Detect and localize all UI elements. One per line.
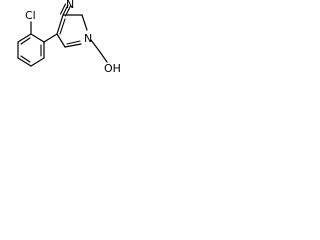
- pyrrole-double-bond: [66, 40, 81, 45]
- nitrile-group: [59, 3, 72, 17]
- pyrrole-double-bond: [59, 18, 66, 35]
- nitrile-bond: [62, 4, 69, 16]
- ring-double-bond: [20, 37, 31, 45]
- ring-bond: [30, 33, 45, 43]
- nitrile-bond: [59, 3, 67, 15]
- nitrile-nitrogen-label: N: [66, 0, 74, 11]
- ring-double-bond: [20, 55, 31, 63]
- chlorine-label: Cl: [25, 9, 36, 22]
- ring-bond: [17, 33, 32, 43]
- ring-bond: [17, 57, 32, 67]
- ring-nitrogen-label: N: [84, 32, 92, 45]
- ring-bond: [30, 57, 45, 67]
- nitrile-bond: [64, 5, 72, 17]
- hydroxyl-label: OH: [104, 62, 121, 75]
- aryl-pyrrole-bond: [43, 33, 58, 43]
- pyrrole-bond: [56, 33, 66, 48]
- chlorophenyl-ring: [17, 33, 45, 67]
- structure-diagram: N N Cl OH: [0, 0, 129, 94]
- pyrrole-ring: [56, 14, 88, 48]
- pyrrole-bond: [64, 43, 82, 48]
- pyrrole-bond: [56, 14, 64, 35]
- molecule-drawing: N N Cl OH: [17, 0, 121, 75]
- hydroxyl-bond: [99, 51, 108, 63]
- methylene-bond: [90, 39, 101, 53]
- pyrrole-bond: [81, 14, 88, 31]
